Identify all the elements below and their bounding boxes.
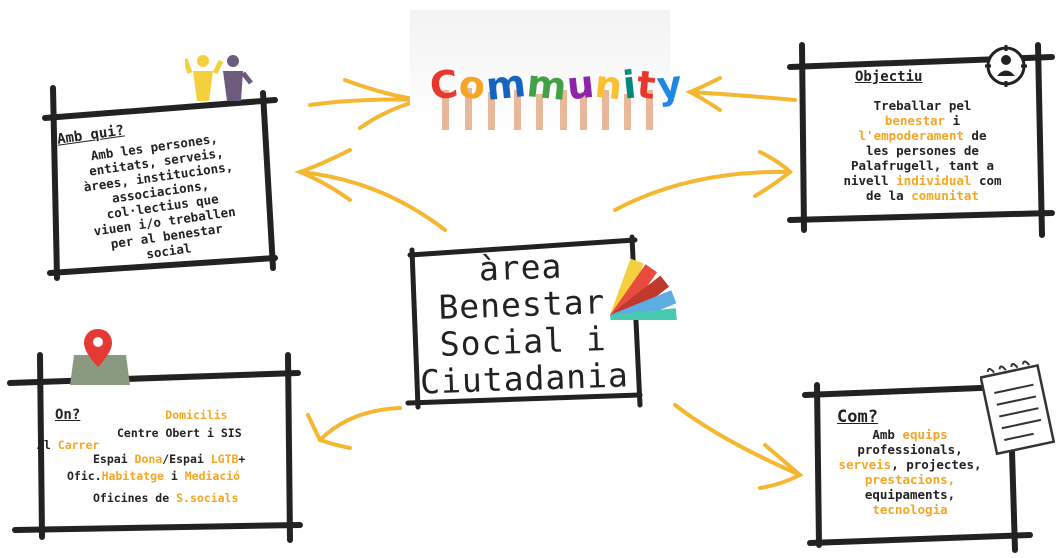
community-letter: m: [524, 61, 569, 109]
center-title-line: Ciutadania: [419, 355, 630, 402]
on-line-5: Ofic.Habitatge i Mediació: [67, 469, 241, 484]
raised-hands-icon: [442, 88, 653, 130]
objectiu-line-1: Treballar pel: [873, 97, 972, 113]
map-pin-icon: [70, 329, 130, 385]
com-line-6: tecnologia: [872, 502, 948, 518]
on-line-3: Al Carrer: [37, 437, 100, 452]
community-letter: y: [654, 61, 684, 109]
notepad-icon: [980, 360, 1056, 455]
on-frame: [7, 352, 303, 543]
com-frame: [802, 382, 1033, 553]
on-line-2: Centre Obert i SIS: [117, 425, 242, 440]
community-letter: C: [427, 61, 461, 109]
on-title: On?: [55, 407, 81, 423]
amb-qui-box: Amb qui? Amb les persones,entitats, serv…: [35, 55, 285, 288]
com-title: Com?: [837, 407, 878, 427]
objectiu-title: Objectiu: [855, 69, 923, 85]
com-line-1: Amb equips: [872, 427, 948, 443]
com-line-5: equipaments,: [864, 487, 956, 503]
com-line-4: prestacions,: [864, 472, 956, 488]
objectiu-line-4: les persones de: [866, 142, 979, 158]
community-letter: o: [456, 61, 488, 109]
objectiu-line-3: l'empoderament de: [858, 127, 987, 143]
amb-qui-frame: [42, 85, 278, 281]
com-line-2: professionals,: [857, 442, 963, 458]
on-line-6: Oficines de S.socials: [93, 490, 239, 505]
objectiu-line-7: de la comunitat: [866, 187, 979, 203]
on-line-4: Espai Dona/Espai LGTB+: [93, 452, 246, 467]
objectiu-line-2: benestar i: [884, 112, 961, 128]
on-box: On? Domicilis Centre Obert i SIS Al Carre…: [7, 329, 303, 543]
on-domicilis: Domicilis: [165, 408, 228, 422]
people-icon: [185, 55, 253, 101]
target-person-icon: [985, 45, 1027, 87]
objectiu-line-6: nivell individual com: [843, 172, 1002, 188]
com-box: Com? Amb equips professionals, serveis, …: [802, 360, 1056, 553]
objectiu-line-5: Palafrugell, tant a: [851, 157, 994, 173]
community-letter: m: [483, 61, 528, 109]
center-frame: [405, 234, 643, 410]
com-line-3: serveis, projectes,: [838, 457, 982, 473]
color-swatches-icon: [610, 258, 678, 320]
objectiu-box: Objectiu Treballar pel benestar i l'empo…: [787, 42, 1055, 238]
